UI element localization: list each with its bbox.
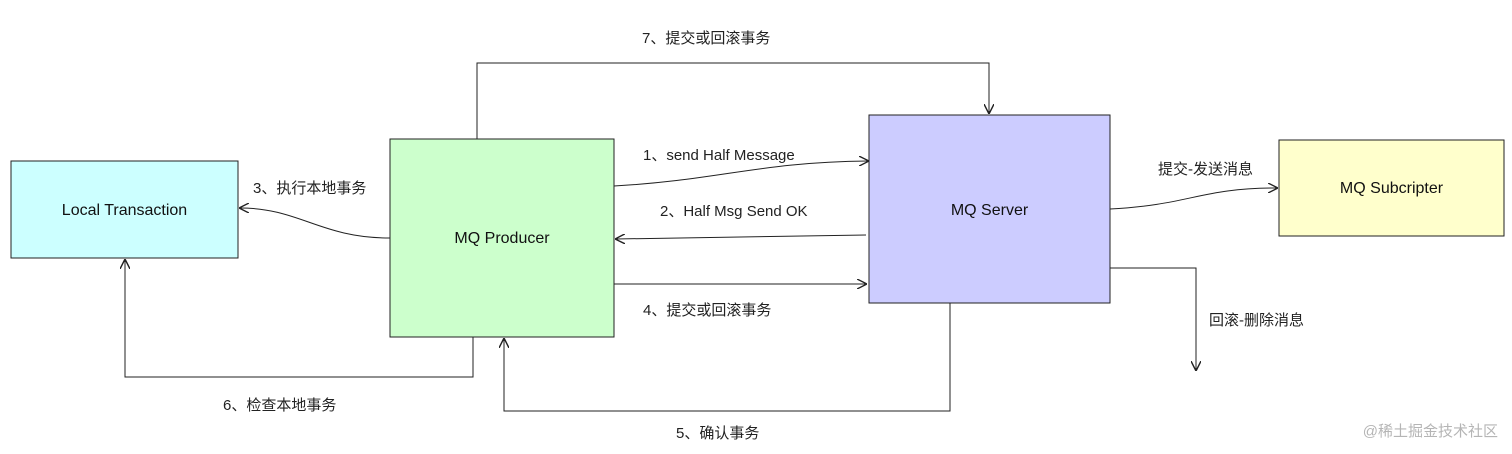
edge-step5 xyxy=(504,303,951,412)
label-step6: 6、检查本地事务 xyxy=(223,397,336,414)
label-rollback-delete: 回滚-删除消息 xyxy=(1209,312,1304,329)
mq-server-box xyxy=(868,114,1111,304)
mq-producer-box xyxy=(389,138,615,338)
node-local-transaction: Local Transaction xyxy=(10,160,239,259)
mq-subscriber-label: MQ Subcripter xyxy=(1340,180,1444,197)
watermark-text: @稀土掘金技术社区 xyxy=(1363,423,1498,440)
label-step7: 7、提交或回滚事务 xyxy=(642,29,770,47)
edge-rollback-delete xyxy=(1110,267,1196,370)
label-step1: 1、send Half Message xyxy=(643,147,795,164)
node-mq-subscriber: MQ Subcripter xyxy=(1278,139,1505,237)
label-step2: 2、Half Msg Send OK xyxy=(660,203,808,220)
edge-step1 xyxy=(613,161,868,187)
label-commit-send: 提交-发送消息 xyxy=(1158,160,1253,178)
edge-commit-send xyxy=(1109,188,1277,210)
node-mq-server: MQ Server xyxy=(868,114,1111,304)
label-step5: 5、确认事务 xyxy=(676,425,759,442)
edge-step7 xyxy=(476,62,989,139)
edge-step2 xyxy=(616,235,867,239)
label-step4: 4、提交或回滚事务 xyxy=(643,301,771,319)
mq-producer-label: MQ Producer xyxy=(454,230,550,247)
mq-server-label: MQ Server xyxy=(951,202,1029,219)
node-mq-producer: MQ Producer xyxy=(389,138,615,338)
edge-step6 xyxy=(125,260,474,378)
local-transaction-box xyxy=(10,160,239,259)
mq-subscriber-box xyxy=(1278,139,1505,237)
edge-step3 xyxy=(240,208,391,239)
label-step3: 3、执行本地事务 xyxy=(253,180,366,197)
local-transaction-label: Local Transaction xyxy=(62,202,187,219)
